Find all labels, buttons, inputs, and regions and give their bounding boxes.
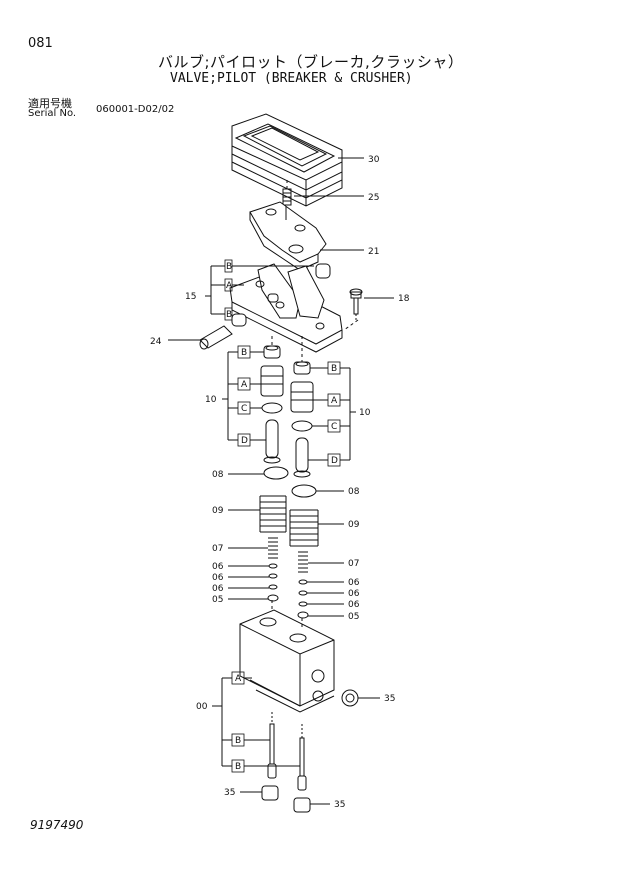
part-30-boot [231,113,343,207]
serial-label-japanese: 適用号機 [28,97,72,110]
callout-06-left-1: 06 [212,562,224,572]
sub-letter-15-a: A [226,281,233,291]
callout-09-left: 09 [212,506,224,516]
part-24-pin [199,325,233,350]
callout-05-left: 05 [212,595,223,605]
sub-letter-10l-d: D [241,436,248,446]
sub-letter-10l-c: C [241,404,247,414]
sub-letter-10r-a: A [331,396,338,406]
title-japanese: バルブ;パイロット（ブレーカ,クラッシャ） [158,53,464,71]
sub-letter-10r-d: D [331,456,338,466]
callout-06-right-2: 06 [348,589,360,599]
sub-letter-00-b-bottom: B [235,762,241,772]
callout-05-right: 05 [348,612,359,622]
callout-labels: 30 25 21 15 18 24 10 10 08 08 09 09 07 0… [150,155,410,810]
callout-09-right: 09 [348,520,360,530]
callout-15: 15 [185,292,196,302]
serial-label-english: Serial No. [28,108,77,119]
callout-10-right: 10 [359,408,371,418]
part-15-cam-assembly [229,263,343,353]
part-00-valve-body [239,609,335,713]
callout-06-right-1: 06 [348,578,360,588]
part-10-left-plunger [260,345,284,464]
part-18-bolt [349,288,363,320]
sub-letter-00-b-top: B [235,736,241,746]
callout-08-right: 08 [348,487,360,497]
sub-letter-00-a: A [235,674,242,684]
callout-25: 25 [368,193,379,203]
callout-06-left-3: 06 [212,584,224,594]
callout-18: 18 [398,294,410,304]
assembly-centerlines [271,180,359,628]
callout-30: 30 [368,155,380,165]
part-21-plate [249,201,327,271]
sub-letter-10l-b: B [241,348,247,358]
callout-08-left: 08 [212,470,224,480]
callout-07-left: 07 [212,544,223,554]
serial-range: 060001-D02/02 [96,104,175,115]
callout-00: 00 [196,702,208,712]
sub-letter-10r-c: C [331,422,337,432]
part-35-plugs [261,689,359,813]
callout-35-c: 35 [334,800,345,810]
document-number: 9197490 [30,818,84,832]
title-english: VALVE;PILOT (BREAKER & CRUSHER) [170,71,413,86]
sub-letter-10r-b: B [331,364,337,374]
sub-letter-15-b-top: B [226,262,232,272]
callout-24: 24 [150,337,162,347]
part-07-small-springs [268,537,308,573]
sub-letter-10l-a: A [241,380,248,390]
leader-lines [168,157,394,805]
callout-35-a: 35 [384,694,395,704]
part-25-screw [282,188,292,206]
callout-07-right: 07 [348,559,359,569]
callout-06-left-2: 06 [212,573,224,583]
page-number: 081 [28,36,53,51]
callout-35-b: 35 [224,788,235,798]
part-00-lower-stems [267,712,307,791]
callout-06-right-3: 06 [348,600,360,610]
callout-10-left: 10 [205,395,217,405]
part-09-springs [259,495,319,547]
callout-21: 21 [368,247,379,257]
sub-letter-15-b-bottom: B [226,310,232,320]
sub-letter-boxes [224,259,341,773]
